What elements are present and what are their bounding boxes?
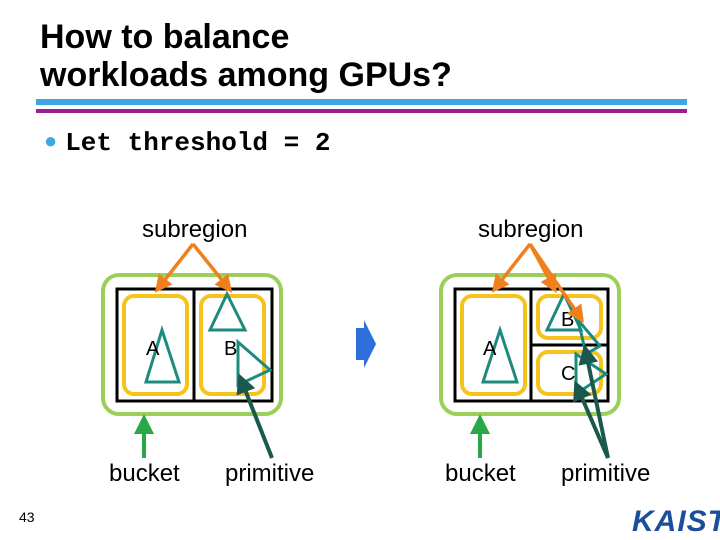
right-triangle-a <box>480 325 520 384</box>
left-triangle-a <box>143 325 182 384</box>
left-primitive-label: primitive <box>225 460 315 487</box>
right-letter-c: C <box>561 363 575 385</box>
bullet-text: Let threshold = 2 <box>65 128 331 158</box>
right-subregion-arrow-a <box>491 242 532 293</box>
right-bucket-label: bucket <box>445 460 516 487</box>
right-letter-a: A <box>483 338 497 360</box>
right-subregion-diagram: A B C <box>439 242 621 459</box>
kaist-logo: KAIST <box>632 505 720 538</box>
left-subregion-arrow-b <box>191 242 233 293</box>
title-rule-blue <box>36 99 687 105</box>
right-subregion-arrow-b2 <box>528 243 584 323</box>
slide-title: How to balance workloads among GPUs? <box>40 18 640 94</box>
left-triangle-b1 <box>207 290 248 332</box>
right-subregion-label: subregion <box>478 216 584 243</box>
title-line-2: workloads among GPUs? <box>40 56 452 94</box>
right-bucket-a <box>460 294 527 396</box>
right-letter-b: B <box>561 309 574 331</box>
left-bucket-a <box>122 294 189 396</box>
transition-arrow-icon <box>356 320 376 368</box>
slide-number: 43 <box>19 509 35 525</box>
left-letter-a: A <box>146 338 160 360</box>
right-primitive-arrow-1 <box>573 380 610 459</box>
left-letter-b: B <box>224 338 237 360</box>
title-line-1: How to balance <box>40 18 290 56</box>
bullet-item: ● Let threshold = 2 <box>44 128 330 158</box>
right-outer-region <box>439 273 621 416</box>
right-bucket-b <box>536 294 603 340</box>
right-primitive-label: primitive <box>561 460 651 487</box>
right-primitive-arrow-2 <box>578 344 610 459</box>
left-subregion-label: subregion <box>142 216 248 243</box>
left-primitive-arrow <box>236 373 274 459</box>
left-subregion-arrow-a <box>154 242 195 293</box>
title-rule-purple <box>36 109 687 113</box>
left-bucket-label: bucket <box>109 460 180 487</box>
left-bucket-b <box>199 294 266 396</box>
right-bucket-c <box>536 350 603 396</box>
bullet-dot-icon: ● <box>44 130 58 155</box>
left-subregion-diagram: A B <box>101 242 283 459</box>
left-outer-region <box>101 273 283 416</box>
